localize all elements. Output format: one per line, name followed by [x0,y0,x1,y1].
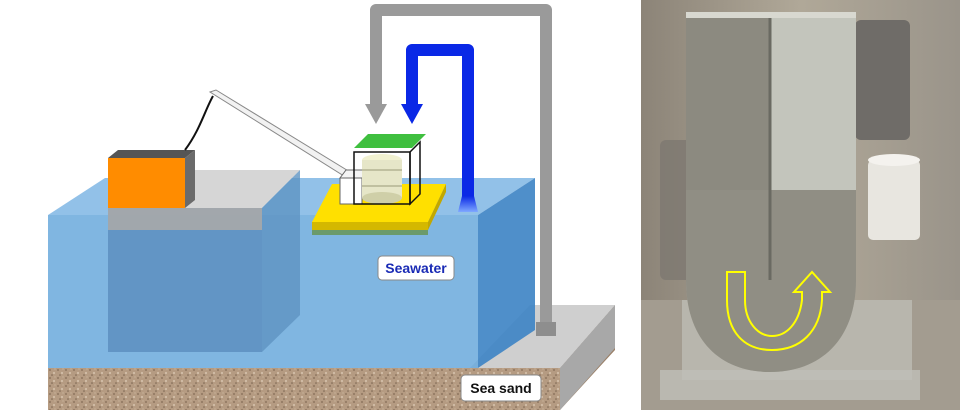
boom-arm [208,89,351,177]
schematic-panel: Seawater Sea sand [48,4,615,410]
generator-box [108,150,195,208]
sand-platform [470,305,615,410]
blue-supply-pipe [401,44,478,212]
photo-panel [641,0,960,410]
seawater-label: Seawater [377,255,455,281]
gray-return-pipe [365,4,556,336]
gray-arrow-icon [365,104,387,124]
background-bucket-white [868,160,920,240]
power-cable [184,95,214,151]
green-lid [354,134,426,148]
svg-text:Sea sand: Sea sand [470,380,531,396]
cylinder-specimen [353,140,421,206]
background-bucket [855,20,910,140]
svg-text:Seawater: Seawater [385,260,447,276]
sensor-box [339,169,369,205]
blue-arrow-icon [401,104,423,124]
sea-sand-label: Sea sand [460,374,542,402]
u-turn-flow-arrow-icon [726,270,833,352]
u-tube-column [660,12,920,400]
